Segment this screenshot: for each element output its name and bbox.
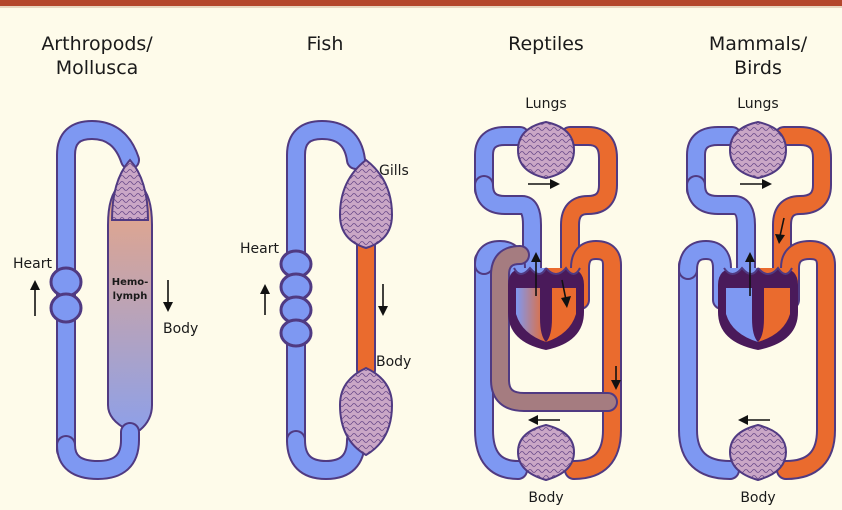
reptile-circulation: Lungs Body <box>474 96 622 506</box>
top-accent-bar <box>0 0 842 6</box>
mammal-lung-capillaries <box>728 120 788 180</box>
fish-heart-4 <box>279 318 313 348</box>
title-mollusca: Mollusca <box>56 57 139 79</box>
arthropod-circulation: Hemo- lymph Heart Body <box>13 120 198 480</box>
mammal-body-capillaries <box>728 423 788 482</box>
title-mammals: Mammals/ <box>709 33 808 55</box>
heart-chamber-1 <box>49 266 83 298</box>
lungs-label-3: Lungs <box>525 96 566 112</box>
body-label-2: Body <box>376 354 411 370</box>
hemolymph-sinus <box>107 184 153 431</box>
hemo-label-2: lymph <box>113 291 148 302</box>
heart-label-2: Heart <box>240 241 279 257</box>
body-label-3: Body <box>528 490 563 506</box>
title-birds: Birds <box>734 57 782 79</box>
heart-chamber-2 <box>49 292 83 324</box>
fish-circulation: Gills Heart Body <box>240 120 411 480</box>
mammal-circulation: Lungs Body <box>678 96 836 506</box>
reptile-body-capillaries <box>516 423 576 482</box>
body-capillaries-2 <box>338 366 394 457</box>
reptile-ventricle-left <box>516 288 546 342</box>
gills-label: Gills <box>379 163 409 179</box>
lungs-label-4: Lungs <box>737 96 778 112</box>
title-fish: Fish <box>307 33 344 55</box>
title-arthropods: Arthropods/ <box>41 33 153 55</box>
hemo-label-1: Hemo- <box>112 277 149 288</box>
heart-label-1: Heart <box>13 256 52 272</box>
mammal-ventricle-right <box>758 288 790 342</box>
mammal-ventricle-left <box>726 288 758 342</box>
reptile-lung-capillaries <box>516 120 576 180</box>
top-accent-line <box>0 6 842 8</box>
body-label-1: Body <box>163 321 198 337</box>
title-reptiles: Reptiles <box>508 33 584 55</box>
body-label-4: Body <box>740 490 775 506</box>
gill-capillaries <box>338 158 394 250</box>
capillary-bed-1 <box>110 158 150 221</box>
